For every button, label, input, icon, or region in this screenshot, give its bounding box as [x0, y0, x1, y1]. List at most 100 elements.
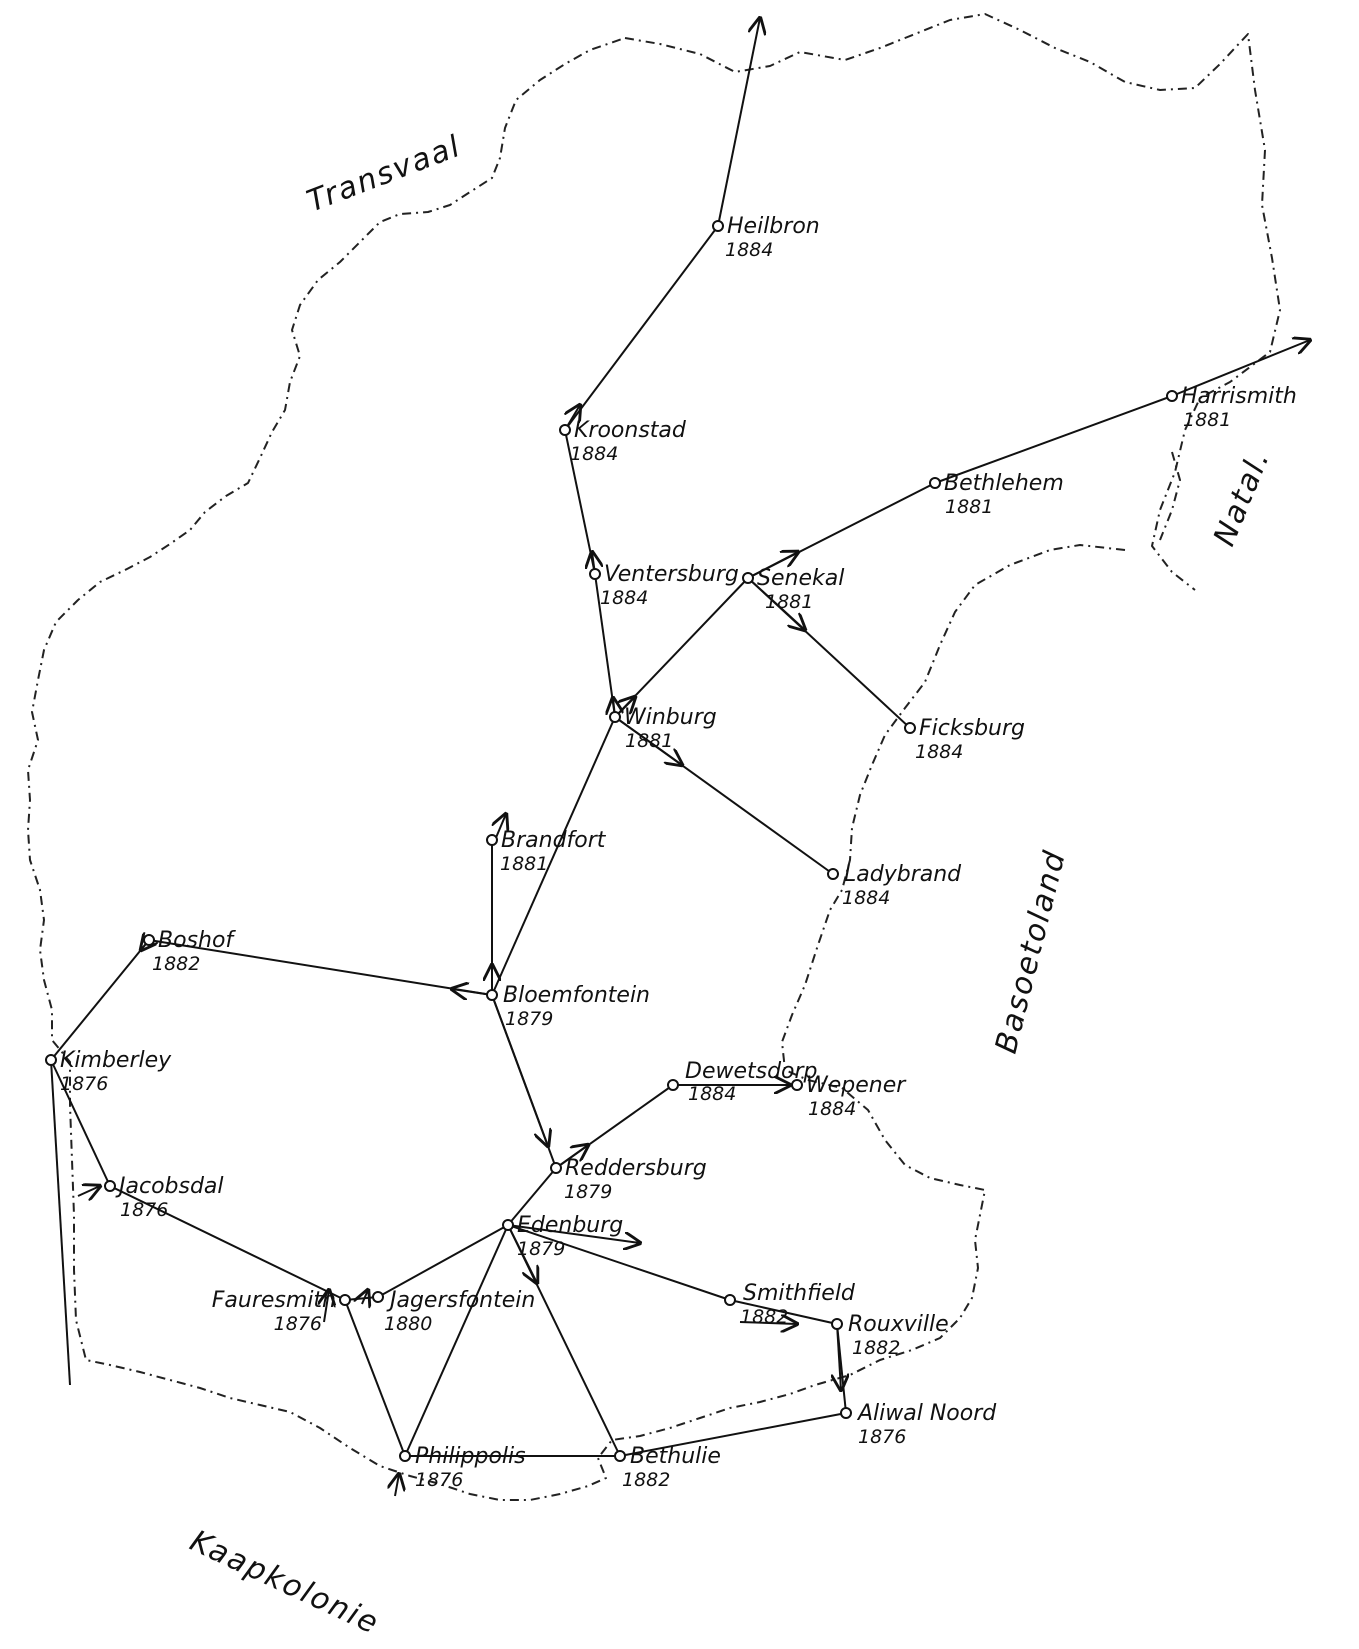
town-heilbron[interactable]: Heilbron 1884	[712, 214, 820, 261]
town-year: 1882	[852, 1337, 900, 1359]
town-year: 1884	[570, 443, 618, 465]
routes	[50, 18, 1310, 1497]
town-marker[interactable]	[929, 477, 941, 489]
town-name: Ficksburg	[919, 716, 1025, 741]
town-name: Jagersfontein	[386, 1288, 535, 1313]
town-name: Kimberley	[60, 1048, 172, 1073]
town-marker[interactable]	[550, 1162, 562, 1174]
town-marker[interactable]	[502, 1219, 514, 1231]
town-marker[interactable]	[486, 834, 498, 846]
town-marker[interactable]	[1166, 390, 1178, 402]
town-year: 1876	[858, 1426, 906, 1448]
town-bethulie[interactable]: Bethulie 1882	[614, 1444, 721, 1491]
town-philippolis[interactable]: Philippolis 1876	[399, 1444, 526, 1491]
town-name: Ladybrand	[844, 862, 962, 887]
town-name: Kroonstad	[574, 418, 687, 443]
town-name: Harrismith	[1181, 384, 1297, 409]
town-year: 1882	[152, 953, 200, 975]
town-year: 1884	[688, 1083, 736, 1105]
town-year: 1880	[384, 1313, 432, 1335]
town-name: Edenburg	[517, 1213, 623, 1238]
town-year: 1876	[415, 1469, 463, 1491]
town-marker[interactable]	[45, 1054, 57, 1066]
town-marker[interactable]	[831, 1318, 843, 1330]
town-name: Boshof	[158, 928, 236, 953]
town-name: Winburg	[624, 705, 717, 730]
region-basoetoland: Basoetoland	[989, 846, 1073, 1057]
town-marker[interactable]	[827, 868, 839, 880]
town-year: 1882	[622, 1469, 670, 1491]
town-wepener[interactable]: Wepener 1884	[791, 1073, 907, 1120]
town-marker[interactable]	[589, 568, 601, 580]
town-reddersburg[interactable]: Reddersburg 1879	[550, 1156, 707, 1203]
town-year: 1881	[625, 730, 673, 752]
town-kimberley[interactable]: Kimberley 1876	[45, 1048, 172, 1095]
town-marker[interactable]	[559, 424, 571, 436]
outer-border	[27, 13, 1281, 1501]
town-marker[interactable]	[339, 1294, 351, 1306]
town-year: 1879	[564, 1181, 612, 1203]
region-transvaal: Transvaal	[302, 129, 466, 220]
natal-border-stub	[1159, 451, 1181, 541]
town-aliwal-noord[interactable]: Aliwal Noord 1876	[840, 1401, 997, 1448]
borders	[27, 13, 1281, 1501]
town-marker[interactable]	[840, 1407, 852, 1419]
town-year: 1876	[60, 1073, 108, 1095]
town-marker[interactable]	[399, 1450, 411, 1462]
town-marker[interactable]	[904, 722, 916, 734]
town-year: 1876	[120, 1199, 168, 1221]
town-name: Reddersburg	[565, 1156, 707, 1181]
town-boshof[interactable]: Boshof 1882	[143, 928, 236, 975]
town-name: Philippolis	[415, 1444, 526, 1469]
town-marker[interactable]	[104, 1180, 116, 1192]
town-name: Bethlehem	[944, 471, 1064, 496]
town-name: Smithfield	[743, 1281, 856, 1306]
town-jacobsdal[interactable]: Jacobsdal 1876	[104, 1174, 224, 1221]
town-smithfield[interactable]: Smithfield 1882	[724, 1281, 856, 1328]
town-name: Fauresmith	[212, 1288, 336, 1313]
town-marker[interactable]	[667, 1079, 679, 1091]
town-name: Heilbron	[727, 214, 820, 239]
town-ficksburg[interactable]: Ficksburg 1884	[904, 716, 1025, 763]
town-name: Jacobsdal	[115, 1174, 224, 1199]
town-marker[interactable]	[712, 220, 724, 232]
town-year: 1884	[808, 1098, 856, 1120]
region-kaapkolonie: Kaapkolonie	[185, 1524, 385, 1642]
town-brandfort[interactable]: Brandfort 1881	[486, 828, 607, 875]
town-marker[interactable]	[791, 1079, 803, 1091]
town-marker[interactable]	[372, 1291, 384, 1303]
town-bethlehem[interactable]: Bethlehem 1881	[929, 471, 1064, 518]
region-labels: Transvaal Natal. Basoetoland Kaapkolonie	[185, 129, 1278, 1642]
town-year: 1884	[600, 587, 648, 609]
town-marker[interactable]	[143, 934, 155, 946]
town-year: 1881	[765, 591, 813, 613]
town-year: 1882	[740, 1306, 788, 1328]
town-name: Ventersburg	[604, 562, 739, 587]
town-year: 1881	[1183, 409, 1231, 431]
town-kroonstad[interactable]: Kroonstad 1884	[559, 418, 687, 465]
towns: Heilbron 1884 Kroonstad 1884 Ventersburg…	[45, 214, 1297, 1491]
town-marker[interactable]	[486, 989, 498, 1001]
town-year: 1876	[274, 1313, 322, 1335]
town-name: Brandfort	[501, 828, 607, 853]
town-senekal[interactable]: Senekal 1881	[742, 566, 844, 613]
town-jagersfontein[interactable]: Jagersfontein 1880	[372, 1288, 535, 1335]
town-edenburg[interactable]: Edenburg 1879	[502, 1213, 623, 1260]
town-ventersburg[interactable]: Ventersburg 1884	[589, 562, 739, 609]
town-rouxville[interactable]: Rouxville 1882	[831, 1312, 949, 1359]
town-name: Senekal	[757, 566, 844, 591]
town-ladybrand[interactable]: Ladybrand 1884	[827, 862, 962, 909]
town-bloemfontein[interactable]: Bloemfontein 1879	[486, 983, 650, 1030]
town-marker[interactable]	[609, 711, 621, 723]
town-year: 1884	[915, 741, 963, 763]
town-winburg[interactable]: Winburg 1881	[609, 705, 717, 752]
town-fauresmith[interactable]: Fauresmith 1876	[212, 1288, 351, 1335]
town-name: Bethulie	[630, 1444, 721, 1469]
town-marker[interactable]	[724, 1294, 736, 1306]
town-year: 1881	[500, 853, 548, 875]
town-harrismith[interactable]: Harrismith 1881	[1166, 384, 1297, 431]
town-marker[interactable]	[614, 1450, 626, 1462]
town-marker[interactable]	[742, 572, 754, 584]
town-year: 1881	[945, 496, 993, 518]
